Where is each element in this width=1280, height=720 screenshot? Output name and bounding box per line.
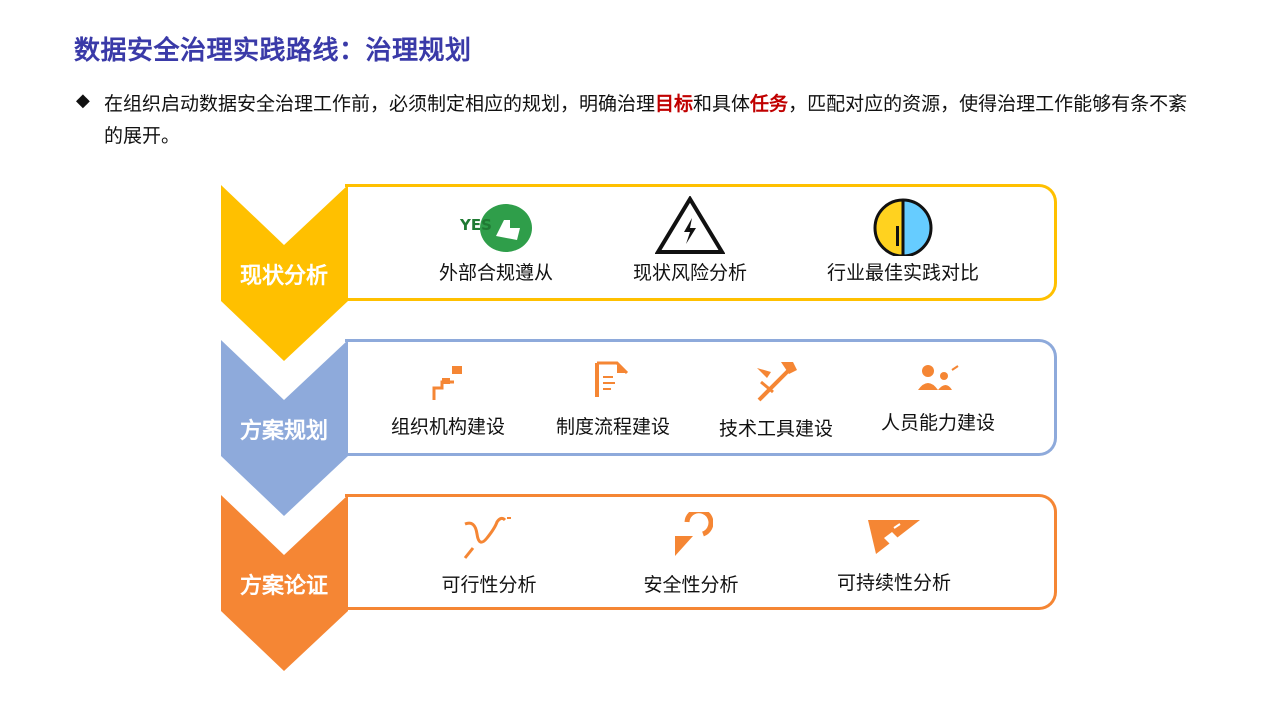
- item-label: 安全性分析: [643, 574, 739, 596]
- yes-thumbs-up-icon: YES: [459, 204, 532, 252]
- item-label: 可持续性分析: [836, 572, 951, 594]
- intro-text: 在组织启动数据安全治理工作前，必须制定相应的规划，明确治理目标和具体任务，匹配对…: [104, 93, 1188, 147]
- item-label: 现状风险分析: [632, 262, 747, 284]
- stage-label: 方案规划: [239, 419, 328, 444]
- document-flow-icon: [595, 361, 629, 397]
- balance-circle-icon: [873, 198, 933, 256]
- stage-label: 方案论证: [239, 574, 328, 599]
- stage-item: 可持续性分析: [794, 516, 994, 595]
- warning-triangle-icon: [655, 196, 725, 254]
- chevron-down-shape: [221, 185, 348, 361]
- tools-icon: [757, 362, 797, 402]
- item-label: 技术工具建设: [718, 418, 833, 440]
- stage-item: 人员能力建设: [838, 362, 1038, 435]
- highlight-goal: 目标: [655, 93, 694, 115]
- stage-chevron-current-analysis: 现状分析: [221, 185, 348, 365]
- svg-text:YES: YES: [459, 216, 492, 234]
- item-label: 外部合规遵从: [438, 262, 553, 284]
- stage-item: 制度流程建设: [513, 359, 713, 439]
- item-label: 行业最佳实践对比: [826, 262, 979, 284]
- intro-bullet: ◆ 在组织启动数据安全治理工作前，必须制定相应的规划，明确治理目标和具体任务，匹…: [76, 88, 1206, 152]
- sustain-icon: [868, 520, 920, 554]
- stage-box-plan: [345, 339, 1057, 456]
- stage-item: YES 外部合规遵从: [396, 196, 596, 285]
- stage-label: 现状分析: [239, 264, 328, 289]
- people-icon: [918, 365, 959, 390]
- diamond-bullet-icon: ◆: [76, 90, 90, 111]
- stage-chevron-plan: 方案规划: [221, 340, 348, 520]
- stage-chevron-validation: 方案论证: [221, 495, 348, 675]
- page-title: 数据安全治理实践路线：治理规划: [74, 36, 472, 66]
- stage-item: 现状风险分析: [590, 196, 790, 285]
- refresh-shield-icon: [675, 512, 713, 556]
- highlight-task: 任务: [750, 93, 789, 115]
- stage-item: 组织机构建设: [348, 362, 548, 439]
- chevron-down-shape: [221, 340, 348, 516]
- stage-item: 安全性分析: [591, 512, 791, 597]
- chevron-down-shape: [221, 495, 348, 671]
- stage-item: 可行性分析: [389, 514, 589, 597]
- item-label: 制度流程建设: [555, 416, 670, 438]
- org-structure-icon: [432, 366, 462, 400]
- stage-item: 行业最佳实践对比: [803, 196, 1003, 285]
- stage-item: 技术工具建设: [676, 358, 876, 441]
- item-label: 可行性分析: [441, 574, 537, 596]
- wave-check-icon: [463, 516, 511, 559]
- item-label: 组织机构建设: [390, 416, 505, 438]
- item-label: 人员能力建设: [880, 412, 995, 434]
